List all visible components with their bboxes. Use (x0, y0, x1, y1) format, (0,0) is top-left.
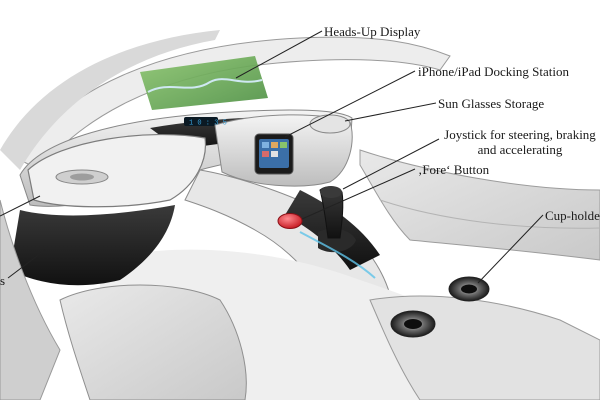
leader-dock (284, 70, 416, 138)
hud-readout: 1 0 : 3 5 (189, 120, 227, 128)
leader-left (0, 195, 41, 217)
label-heads-up-display: Heads-Up Display (324, 24, 421, 39)
footwell (10, 205, 175, 286)
fore-button (277, 213, 303, 229)
ambient-light (299, 231, 376, 279)
outer-shell (0, 30, 220, 170)
leader-cup (477, 214, 544, 284)
label-joystick-line1: Joystick for steering, braking (444, 127, 596, 142)
label-joystick: Joystick for steering, braking and accel… (441, 127, 599, 157)
hud-map-projection (140, 56, 268, 110)
leader-fore (301, 168, 416, 220)
left-seat (59, 284, 247, 400)
label-joystick-line2: and accelerating (477, 142, 563, 157)
leader-left-2 (7, 249, 46, 279)
label-cup-holder: Cup-holder (545, 208, 600, 223)
hud-readout-strip (184, 117, 218, 126)
right-door-panel (359, 149, 600, 261)
label-sun-glasses-storage: Sun Glasses Storage (438, 96, 545, 111)
label-left-edge-fragment: s (0, 273, 6, 288)
hud-map-river (147, 78, 263, 93)
leader-sun (344, 102, 437, 122)
label-fore-button: ‚Fore‘ Button (418, 162, 490, 177)
leader-lines (0, 30, 544, 284)
leader-hud (235, 30, 323, 79)
left-instrument-pod (27, 133, 207, 208)
label-docking-station: iPhone/iPad Docking Station (418, 64, 569, 79)
left-pillar (0, 199, 61, 400)
leader-joy (342, 138, 440, 190)
sunglasses-storage (309, 114, 351, 134)
